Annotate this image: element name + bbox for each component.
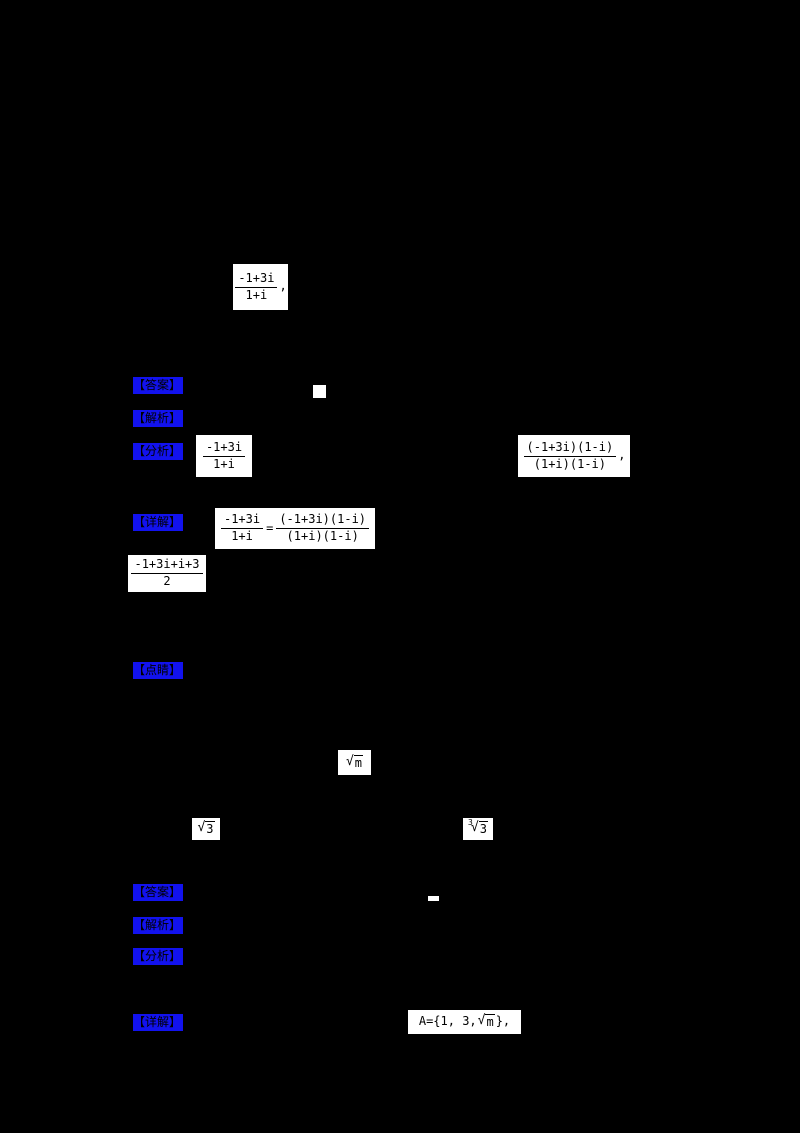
label-explain-q1: 【解析】 (133, 410, 183, 427)
cube-root: 3 √ 3 (468, 818, 488, 837)
label-answer-q1: 【答案】 (133, 377, 183, 394)
radicand: 3 (205, 821, 215, 837)
formula-q1-detail-step2: -1+3i+i+3 2 (128, 555, 206, 592)
fraction-numerator: -1+3i+i+3 (131, 557, 203, 574)
radicand: m (485, 1014, 495, 1030)
formula-q2-sqrt-m: √ m (338, 750, 371, 775)
formula-q2-sqrt-3: √ 3 (192, 818, 220, 840)
equals-sign: = (266, 520, 274, 535)
fraction: -1+3i 1+i (202, 440, 246, 472)
fraction: (-1+3i)(1-i) (1+i)(1-i) (523, 440, 617, 472)
fraction: (-1+3i)(1-i) (1+i)(1-i) (276, 512, 370, 544)
radical-sign: √ (470, 820, 479, 836)
square-root: √ m (345, 753, 364, 770)
fraction-denominator: (1+i)(1-i) (286, 529, 359, 543)
radical-sign: √ (345, 753, 354, 769)
fraction-numerator: (-1+3i)(1-i) (523, 440, 617, 457)
fraction-denominator: 1+i (231, 529, 253, 543)
fraction-numerator: -1+3i (220, 512, 264, 529)
radical-sign: √ (477, 1013, 486, 1029)
label-analysis-q2: 【分析】 (133, 948, 183, 965)
fraction-numerator: -1+3i (235, 271, 278, 288)
formula-q2-set-A: A={1, 3, √ m }, (408, 1010, 521, 1034)
label-detail-q2: 【详解】 (133, 1014, 183, 1031)
fraction-numerator: (-1+3i)(1-i) (276, 512, 370, 529)
label-analysis-q1: 【分析】 (133, 443, 183, 460)
formula-q1-analysis-lhs: -1+3i 1+i (196, 435, 252, 477)
formula-q1-detail-step1: -1+3i 1+i = (-1+3i)(1-i) (1+i)(1-i) (215, 508, 375, 549)
radicand: 3 (478, 821, 488, 837)
punctuation: , (279, 279, 287, 294)
fraction-denominator: 1+i (245, 287, 268, 302)
fraction-denominator: (1+i)(1-i) (533, 456, 606, 471)
fraction-numerator: -1+3i (202, 440, 246, 457)
label-detail-q1: 【详解】 (133, 514, 183, 531)
root-index: 3 (468, 818, 473, 828)
punctuation: , (618, 448, 626, 463)
label-explain-q2: 【解析】 (133, 917, 183, 934)
label-tip-q1: 【点睛】 (133, 662, 183, 679)
label-answer-q2: 【答案】 (133, 884, 183, 901)
formula-q2-cuberoot-3: 3 √ 3 (463, 818, 493, 840)
fraction: -1+3i+i+3 2 (131, 557, 203, 589)
formula-q1-expression: -1+3i 1+i , (233, 264, 288, 310)
set-expression-prefix: A={1, 3, (418, 1014, 477, 1029)
fraction-denominator: 2 (163, 574, 171, 588)
square-root: √ m (478, 1014, 495, 1029)
fraction-denominator: 1+i (213, 456, 235, 471)
answer-fragment-q1 (313, 385, 326, 398)
set-expression-suffix: }, (495, 1014, 511, 1029)
fraction: -1+3i 1+i (220, 512, 264, 544)
answer-fragment-q2 (428, 896, 439, 901)
radicand: m (353, 754, 364, 770)
square-root: √ 3 (197, 820, 215, 837)
radical-sign: √ (197, 820, 206, 836)
fraction: -1+3i 1+i (235, 271, 278, 303)
formula-q1-analysis-rhs: (-1+3i)(1-i) (1+i)(1-i) , (518, 435, 630, 477)
